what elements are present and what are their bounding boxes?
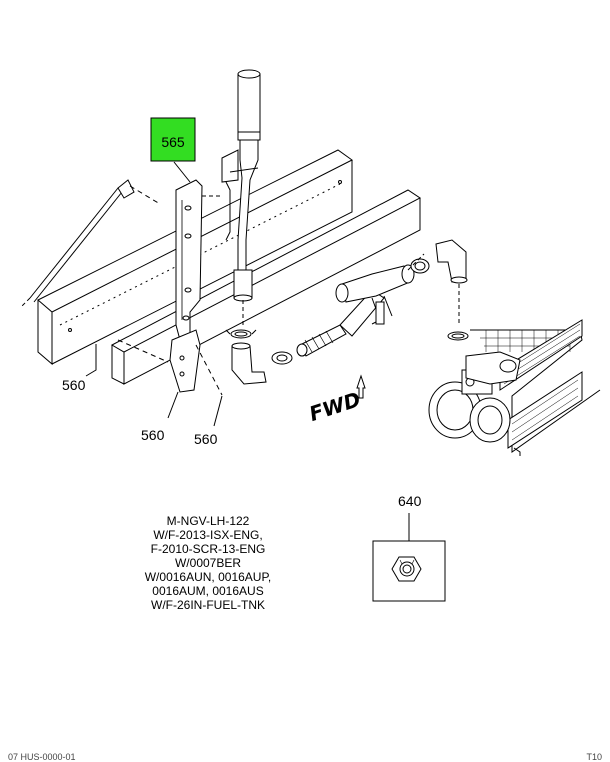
exhaust-stack — [221, 69, 261, 328]
engine-assembly — [428, 319, 601, 456]
note-line: M-NGV-LH-122 — [166, 514, 250, 528]
callout-560-bottom-b[interactable]: 560 — [194, 431, 218, 447]
nut-detail-box — [372, 513, 446, 602]
fwd-arrow-icon — [356, 374, 366, 399]
note-line: W/F-2013-ISX-ENG, — [153, 528, 263, 542]
note-line: W/0016AUN, 0016AUP, — [144, 570, 272, 584]
callout-640[interactable]: 640 — [398, 493, 422, 509]
callout-565-highlight[interactable] — [150, 117, 196, 162]
vertical-bracket-565 — [175, 179, 222, 341]
fwd-label: FWD — [306, 387, 363, 426]
footer-drawing-id: 07 HUS-0000-01 — [8, 752, 76, 762]
note-line: W/0007BER — [174, 556, 242, 570]
lower-elbow — [231, 342, 293, 385]
applicability-notes: M-NGV-LH-122 W/F-2013-ISX-ENG, F-2010-SC… — [118, 514, 298, 612]
note-line: F-2010-SCR-13-ENG — [150, 542, 266, 556]
callout-560-left[interactable]: 560 — [62, 377, 86, 393]
stack-clamps — [225, 329, 257, 339]
callout-565-label: 565 — [161, 134, 185, 150]
support-rod — [21, 179, 161, 307]
note-line: 0016AUM, 0016AUS — [152, 584, 264, 598]
turbo-elbow — [407, 239, 469, 341]
callout-560-bottom-a[interactable]: 560 — [141, 427, 165, 443]
lower-bracket-560 — [117, 329, 223, 396]
footer-page-code: T10 — [586, 752, 602, 762]
note-line: W/F-26IN-FUEL-TNK — [151, 598, 265, 612]
leader-lines — [85, 161, 223, 427]
flex-pipe — [296, 264, 415, 357]
